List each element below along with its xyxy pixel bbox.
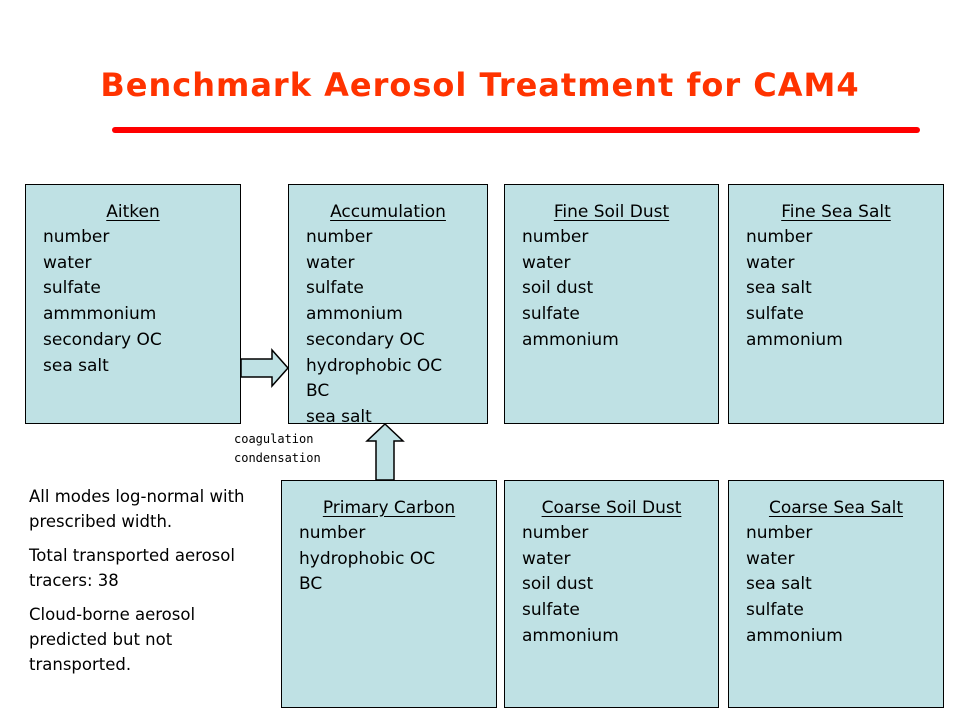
mode-title-text: Coarse Soil Dust [541,498,682,518]
species-item: ammmonium [43,304,157,325]
species-item: ammonium [746,625,843,646]
species-item: sulfate [746,304,804,325]
species-item: ammonium [306,304,403,325]
mode-box-fine-soil-dust: Fine Soil Dust number water soil dust sulfa… [504,184,719,424]
species-list: number hydrophobic OC BC [299,521,435,598]
mode-title: Coarse Soil Dust [505,496,718,521]
species-item: number [299,523,366,543]
mode-title: Fine Soil Dust [505,200,718,225]
species-item: BC [306,381,330,402]
species-item: secondary OC [43,329,162,350]
mode-title: Coarse Sea Salt [729,496,943,521]
mode-box-coarse-soil-dust: Coarse Soil Dust number water soil dust sul… [504,480,719,708]
species-item: water [522,548,571,569]
species-item: water [522,252,571,273]
mode-title: Aitken [26,200,240,225]
coagulation-label: coagulation [234,432,314,446]
species-item: sea salt [306,406,372,427]
aitken-to-accumulation-arrow [240,348,290,388]
species-item: sulfate [306,278,364,299]
species-item: sulfate [43,278,101,299]
mode-box-coarse-sea-salt: Coarse Sea Salt number water sea salt sulfa… [728,480,944,708]
primary-carbon-to-accumulation-arrow [365,422,405,481]
species-list: number water sulfate ammmonium secondary OC s… [43,225,162,379]
species-list: number water sea salt sulfate ammonium [746,225,843,354]
title-underline [112,127,920,133]
species-list: number water sulfate ammonium secondary OC hy… [306,225,442,431]
species-list: number water soil dust sulfate ammonium [522,225,619,354]
species-item: ammonium [522,329,619,350]
process-labels: coagulation condensation [234,430,321,468]
species-item: soil dust [522,278,594,299]
species-item: secondary OC [306,329,425,350]
mode-box-aitken: Aitken number water sulfate ammmonium second… [25,184,241,424]
mode-title: Accumulation [289,200,487,225]
mode-title-text: Coarse Sea Salt [768,498,904,518]
species-item: number [522,523,589,543]
species-item: BC [299,574,323,595]
species-item: sea salt [43,355,109,376]
species-item: ammonium [746,329,843,350]
note-log-normal: All modes log-normal with prescribed wid… [29,487,245,531]
species-item: soil dust [522,574,594,595]
mode-box-accumulation: Accumulation number water sulfate ammonium s… [288,184,488,427]
species-item: water [746,548,795,569]
species-item: number [746,523,813,543]
species-item: number [306,227,373,247]
mode-title-text: Accumulation [330,202,446,222]
mode-title-text: Fine Soil Dust [553,202,670,222]
mode-box-primary-carbon: Primary Carbon number hydrophobic OC BC [281,480,497,708]
species-item: number [43,227,110,247]
mode-title-text: Fine Sea Salt [781,202,891,222]
mode-title: Fine Sea Salt [729,200,943,225]
notes: All modes log-normal with prescribed wid… [29,484,269,686]
species-item: water [746,252,795,273]
species-list: number water soil dust sulfate ammonium [522,521,619,650]
species-item: sulfate [522,600,580,621]
species-item: sulfate [746,600,804,621]
species-item: sulfate [522,304,580,325]
slide-title: Benchmark Aerosol Treatment for CAM4 [100,66,860,104]
mode-title-text: Primary Carbon [322,498,456,518]
species-item: ammonium [522,625,619,646]
mode-title: Primary Carbon [282,496,496,521]
species-list: number water sea salt sulfate ammonium [746,521,843,650]
species-item: water [306,252,355,273]
species-item: water [43,252,92,273]
mode-title-text: Aitken [106,202,160,222]
species-item: hydrophobic OC [306,355,443,376]
species-item: number [522,227,589,247]
note-tracers: Total transported aerosol tracers: 38 [29,546,235,590]
species-item: hydrophobic OC [299,548,436,569]
species-item: sea salt [746,574,812,595]
species-item: number [746,227,813,247]
note-cloud-borne: Cloud-borne aerosol predicted but not tr… [29,605,196,674]
mode-box-fine-sea-salt: Fine Sea Salt number water sea salt sulfate… [728,184,944,424]
condensation-label: condensation [234,451,321,465]
species-item: sea salt [746,278,812,299]
